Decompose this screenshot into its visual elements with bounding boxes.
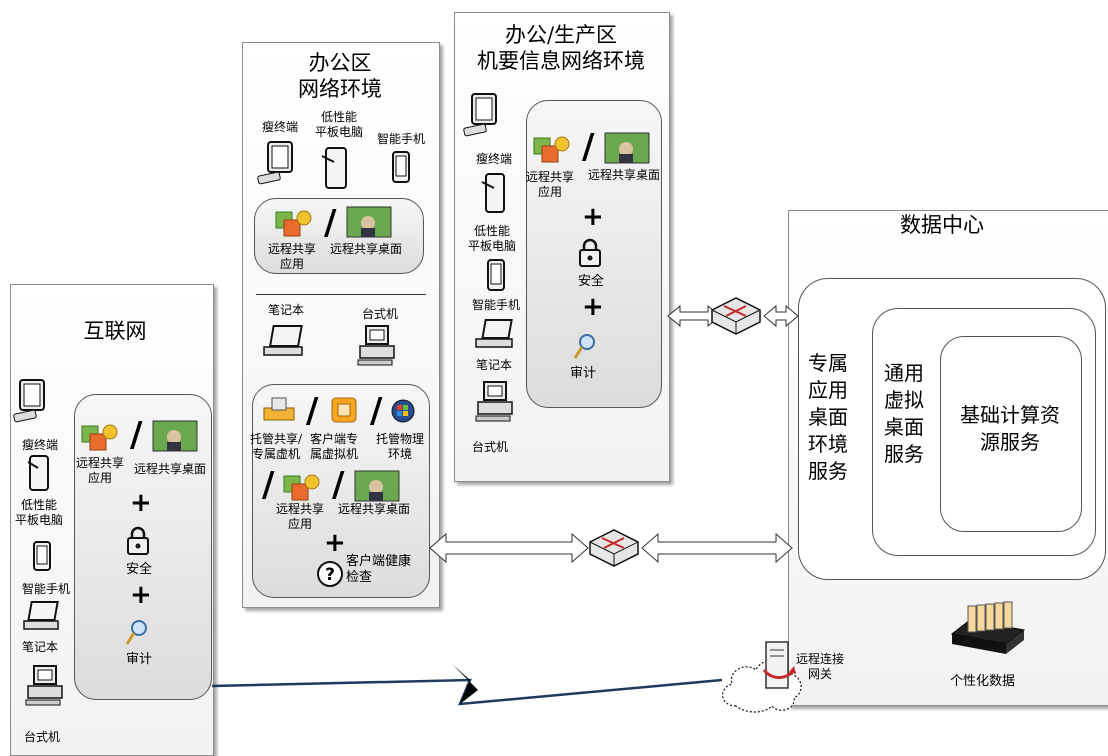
remote-desktop-label: 远程共享桌面: [338, 502, 411, 516]
remote-app-label: 远程共享 应用: [76, 456, 125, 485]
device-label: 笔记本: [476, 358, 513, 372]
remote-app-label: 远程共享 应用: [526, 170, 575, 199]
device-label: 智能手机: [377, 132, 426, 146]
plus-sign: +: [582, 202, 604, 232]
device-label: 笔记本: [22, 640, 59, 654]
remote-desktop-icon: [604, 132, 650, 164]
device-label: 台式机: [24, 730, 61, 744]
device-label: 瘦终端: [22, 438, 59, 452]
gateway-label: 远程连接 网关: [796, 652, 845, 681]
switch-icon: [711, 297, 761, 335]
slash-separator: /: [370, 391, 383, 431]
laptop-icon: [263, 325, 303, 356]
lock-icon: [579, 238, 601, 267]
remote-app-icon: [533, 136, 570, 163]
thin-client-icon: [13, 379, 45, 423]
windows-logo-icon: [391, 399, 415, 423]
remote-desktop-icon: [354, 470, 400, 502]
plus-sign: +: [130, 580, 152, 610]
slash-separator: /: [130, 415, 143, 455]
remote-desktop-icon: [152, 420, 198, 452]
smartphone-icon: [487, 259, 505, 291]
classified-title: 办公/生产区 机要信息网络环境: [477, 23, 645, 74]
remote-app-icon: [275, 210, 312, 237]
gateway-server-icon: [762, 641, 796, 689]
basic-service-label: 基础计算资 源服务: [960, 403, 1060, 454]
audit-label: 审计: [570, 366, 597, 381]
device-label: 智能手机: [22, 582, 71, 596]
desktop-computer-icon: [25, 665, 63, 706]
remote-desktop-label: 远程共享桌面: [588, 168, 661, 182]
security-label: 安全: [126, 562, 153, 577]
office-title: 办公区 网络环境: [298, 51, 382, 102]
personal-data-label: 个性化数据: [950, 674, 1016, 689]
device-label: 瘦终端: [262, 120, 299, 134]
thin-client-icon: [463, 93, 497, 137]
device-label: 台式机: [472, 440, 509, 454]
remote-app-icon: [81, 424, 118, 451]
remote-app-label: 远程共享 应用: [268, 242, 317, 271]
client-vm-icon: [331, 397, 357, 423]
hosted-label: 客户端专 属虚拟机: [310, 432, 359, 461]
basic-service-box: [940, 336, 1082, 532]
svg-text:?: ?: [325, 565, 335, 585]
datacenter-title: 数据中心: [900, 213, 984, 237]
remote-app-label: 远程共享 应用: [276, 502, 325, 531]
tablet-icon: [321, 147, 347, 189]
device-label: 低性能 平板电脑: [468, 224, 517, 253]
magnifier-icon: [125, 620, 147, 645]
plus-sign: +: [324, 528, 346, 558]
desktop-computer-icon: [475, 381, 513, 422]
audit-label: 审计: [126, 652, 153, 667]
hosted-label: 托管共享/ 专属虚机: [250, 432, 303, 461]
hosted-label: 托管物理 环境: [376, 432, 425, 461]
device-label: 低性能 平板电脑: [315, 110, 364, 139]
storage-array-icon: [950, 601, 1026, 654]
device-label: 低性能 平板电脑: [15, 498, 64, 527]
smartphone-icon: [33, 541, 51, 571]
hosted-vm-icon: [263, 397, 295, 421]
device-label: 笔记本: [268, 303, 305, 317]
plus-sign: +: [582, 292, 604, 322]
remote-app-icon: [283, 474, 320, 501]
desktop-computer-icon: [357, 325, 395, 366]
question-mark-icon: ?: [317, 561, 343, 587]
plus-sign: +: [130, 488, 152, 518]
divider: [256, 294, 426, 295]
laptop-icon: [23, 601, 59, 630]
device-label: 台式机: [362, 307, 399, 321]
smartphone-icon: [392, 151, 410, 183]
lock-icon: [127, 526, 149, 555]
switch-icon: [589, 529, 639, 567]
tablet-icon: [27, 455, 49, 491]
device-label: 瘦终端: [476, 152, 513, 166]
thin-client-icon: [257, 141, 293, 185]
internet-title: 互联网: [83, 319, 147, 343]
slash-separator: /: [262, 465, 275, 505]
laptop-icon: [475, 319, 513, 348]
remote-desktop-label: 远程共享桌面: [330, 242, 403, 256]
dedicated-service-label: 专属 应用 桌面 环境 服务: [808, 351, 848, 483]
remote-desktop-label: 远程共享桌面: [134, 462, 207, 476]
magnifier-icon: [573, 334, 595, 359]
remote-desktop-icon: [346, 206, 392, 238]
health-check-label: 客户端健康 检查: [346, 554, 412, 586]
office-remote-box: [254, 198, 424, 274]
slash-separator: /: [324, 203, 337, 243]
device-label: 智能手机: [472, 298, 521, 312]
tablet-icon: [481, 173, 505, 213]
slash-separator: /: [582, 127, 595, 167]
slash-separator: /: [306, 391, 319, 431]
security-label: 安全: [578, 274, 605, 289]
slash-separator: /: [332, 465, 345, 505]
general-service-label: 通用 虚拟 桌面 服务: [884, 361, 924, 466]
